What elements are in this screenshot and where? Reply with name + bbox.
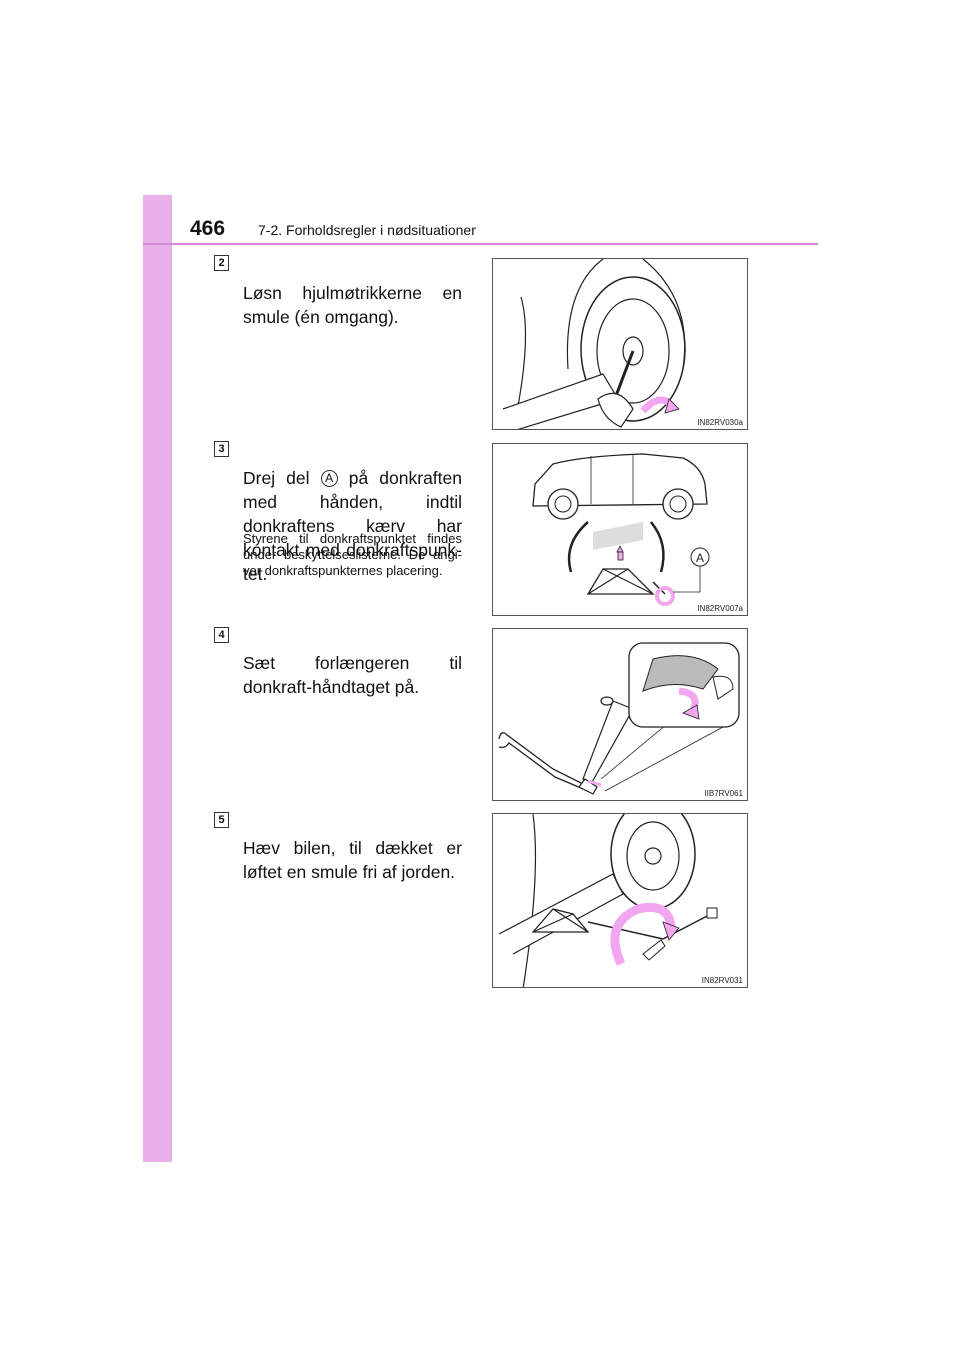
figure-code: IN82RV030a <box>697 418 743 427</box>
step-number-badge: 3 <box>214 441 229 457</box>
step-text-part: Drej del <box>243 468 321 488</box>
section-title: 7-2. Forholdsregler i nødsituationer <box>258 222 476 238</box>
header-divider <box>143 243 818 245</box>
figure-code: IIB7RV061 <box>704 789 743 798</box>
car-jack-illustration: A <box>532 453 710 606</box>
part-marker-a: A <box>320 470 338 487</box>
figure-code: IN82RV031 <box>701 976 743 985</box>
step-note: Styrene til donkraftspunktet findes unde… <box>243 531 462 578</box>
step-text-part: på donkraften med hånden, indtil donkraf… <box>243 468 462 584</box>
step-instruction: Løsn hjulmøtrikkerne en smule (én omgang… <box>243 283 462 327</box>
step-instruction: Hæv bilen, til dækket er løftet en smule… <box>243 838 462 882</box>
step-number-badge: 2 <box>214 255 229 271</box>
page-number: 466 <box>190 217 226 240</box>
step-number-badge: 5 <box>214 812 229 828</box>
figure-raise-vehicle: IN82RV031 <box>492 813 748 988</box>
wheel-wrench-illustration <box>502 259 686 429</box>
raise-car-illustration <box>498 814 718 987</box>
step-instruction: Sæt forlængeren til donkraft-håndtaget p… <box>243 653 462 697</box>
figure-jack-point: A IN82RV007a <box>492 443 748 616</box>
chapter-sidebar-tab <box>143 195 172 1162</box>
figure-attach-extension: IIB7RV061 <box>492 628 748 801</box>
figure-loosen-wheel-nuts: IN82RV030a <box>492 258 748 430</box>
step-number-badge: 4 <box>214 627 229 643</box>
jack-handle-extension-illustration <box>498 642 740 795</box>
step-instruction: Drej del A på donkraften med hånden, ind… <box>243 466 462 586</box>
figure-code: IN82RV007a <box>697 604 743 613</box>
callout-label-a: A <box>696 551 704 565</box>
